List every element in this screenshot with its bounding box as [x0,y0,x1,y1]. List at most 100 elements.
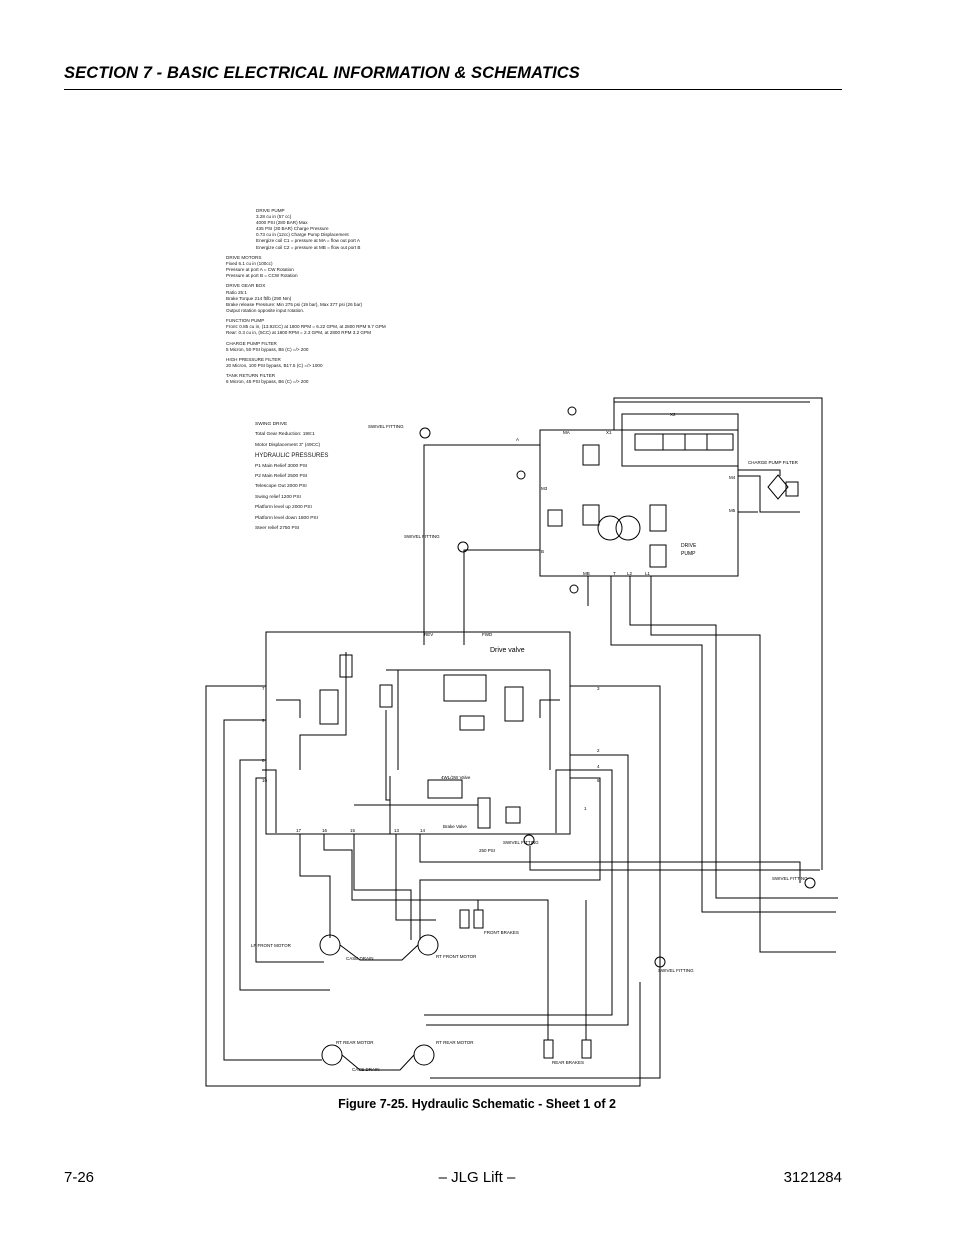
spec-line: 4000 PSI (280 BAR) Max [256,220,308,226]
label: LF FRONT MOTOR [251,943,292,948]
label: SWIVEL FITTING [772,876,808,881]
label: 3 [597,686,600,691]
spec-function-pump: FUNCTION PUMP Front: 0.85 cu in, (13.92C… [226,318,416,336]
label: SWIVEL FITTING [503,840,539,845]
hydraulic-line [424,769,613,1016]
spec-line: Steer relief 2750 PSI [255,526,300,532]
label: M3 [541,486,548,491]
spec-block-upper: DRIVE PUMP 3.28 cu in (57 cc) 4000 PSI (… [226,208,416,390]
hydraulic-line [555,769,570,833]
spec-tank-return-filter: TANK RETURN FILTER 6 Micron, 45 PSI bypa… [226,373,416,385]
label: 8 [262,758,265,763]
label: 6 [597,778,600,783]
label: SWIVEL FITTING [658,968,694,973]
label: 14 [420,828,426,833]
hydraulic-line [629,576,836,899]
drive-valve-label: Drive valve [490,647,525,654]
spec-line: Pressure at port A = CW Rotation [226,267,294,273]
spec-line: Telescope Out 2000 PSI [255,484,307,490]
hydraulic-line [613,397,823,870]
label: 9 [262,718,265,723]
spec-drive-gear-box: DRIVE GEAR BOX Ratio 25:1 Brake Torque 2… [226,283,416,313]
spec-line: HIGH PRESSURE FILTER [226,356,281,362]
drive-pump-label: PUMP [681,551,696,557]
label: Brake Valve [443,824,467,829]
spec-line: DRIVE PUMP [256,208,285,213]
spec-line: 5 Micron, 50 PSI bypass, B5 (C) =/> 200 [226,346,309,352]
rear-brake-icon [543,1039,554,1059]
label: L1 [645,571,651,576]
swivel-fitting-icon [523,834,535,846]
hydraulic-line [419,834,801,883]
label: 1 [584,806,587,811]
brake-valve-icon [477,797,491,829]
label: 2 [597,748,600,753]
charge-pump-icon [615,515,641,541]
label: MB [583,571,590,576]
spec-line: 435 PSI (30 BAR) Charge Pressure [256,226,329,232]
spec-line: Total Gear Reduction: 198:1 [255,432,315,438]
spec-high-pressure-filter: HIGH PRESSURE FILTER 20 Micron, 100 PSI … [226,357,416,369]
hydraulic-line [430,685,661,1079]
spec-line: P1 Main Relief 3000 PSI [255,463,308,469]
hydraulic-line [341,1054,415,1071]
label: 7 [262,686,265,691]
label: 17 [296,828,302,833]
hydraulic-line [323,834,440,901]
spec-line: HYDRAULIC PRESSURES [255,453,329,460]
hydraulic-line [470,899,479,910]
spec-line: SWING DRIVE [255,422,288,427]
hydraulic-line [419,777,601,940]
hydraulic-line [385,710,390,801]
label: REV [424,632,433,637]
charge-filter-icon [767,474,789,500]
flow-divider [319,689,339,725]
label: A [516,437,519,442]
spec-line: DRIVE MOTORS [226,254,262,260]
spec-line: FUNCTION PUMP [226,318,265,324]
servo-cylinder-lower [649,544,667,568]
spec-drive-pump: DRIVE PUMP 3.28 cu in (57 cc) 4000 PSI (… [256,208,416,251]
label: 4WL/2W Valve [441,775,471,780]
swivel-fitting-icon [419,427,431,439]
hydraulic-line [255,777,324,963]
control-spool-mid2 [684,433,708,451]
drive-pump-enclosure [539,429,739,577]
spec-drive-motors: DRIVE MOTORS Fixed 6.1 cu in (100cc) Pre… [226,255,416,279]
label: 15 [350,828,356,833]
two-speed-valve-icon [427,779,463,799]
check-valve-block [547,509,563,527]
spec-line: Motor Displacement 3" (49CC) [255,442,321,448]
gauge-port-icon [567,406,577,416]
spec-line: Swing relief 1200 PSI [255,494,301,500]
spec-line: Fixed 6.1 cu in (100cc) [226,260,273,266]
swivel-fitting-icon [457,541,469,553]
label: X2 [670,412,676,417]
hydraulic-line [738,469,781,476]
hydraulic-line [223,719,322,1061]
spec-hydraulic-pressures: HYDRAULIC PRESSURES P1 Main Relief 3000 … [255,451,445,534]
hydraulic-line [610,576,836,913]
label: 4 [597,764,600,769]
label: CASE DRAIN [346,956,374,961]
label: FRONT BRAKES [484,930,519,935]
page-number: 7-26 [64,1169,95,1186]
hydraulic-line [299,652,347,770]
label: X1 [606,430,612,435]
hydraulic-line [613,401,810,430]
hydraulic-line [463,549,540,632]
gauge-port-icon [516,470,526,480]
rear-brake-icon [581,1039,592,1059]
hydraulic-line [539,699,560,718]
spec-line: 6 Micron, 45 PSI bypass, B6 (C) =/> 200 [226,379,309,385]
spec-line: Front: 0.85 cu in, (13.92CC) at 1800 RPM… [226,324,386,330]
spec-line: Platform level down 1800 PSI [255,515,318,521]
spec-line: Pressure at port B = CCW Rotation [226,273,298,279]
hydraulic-line [353,834,412,940]
motor-icon [321,1044,343,1066]
label: REAR BRAKES [552,1060,584,1065]
flow-divider-main [443,674,487,702]
servo-cylinder-upper [649,504,667,532]
spec-line: Brake release Pressure: Min 275 psi (19 … [226,301,363,307]
